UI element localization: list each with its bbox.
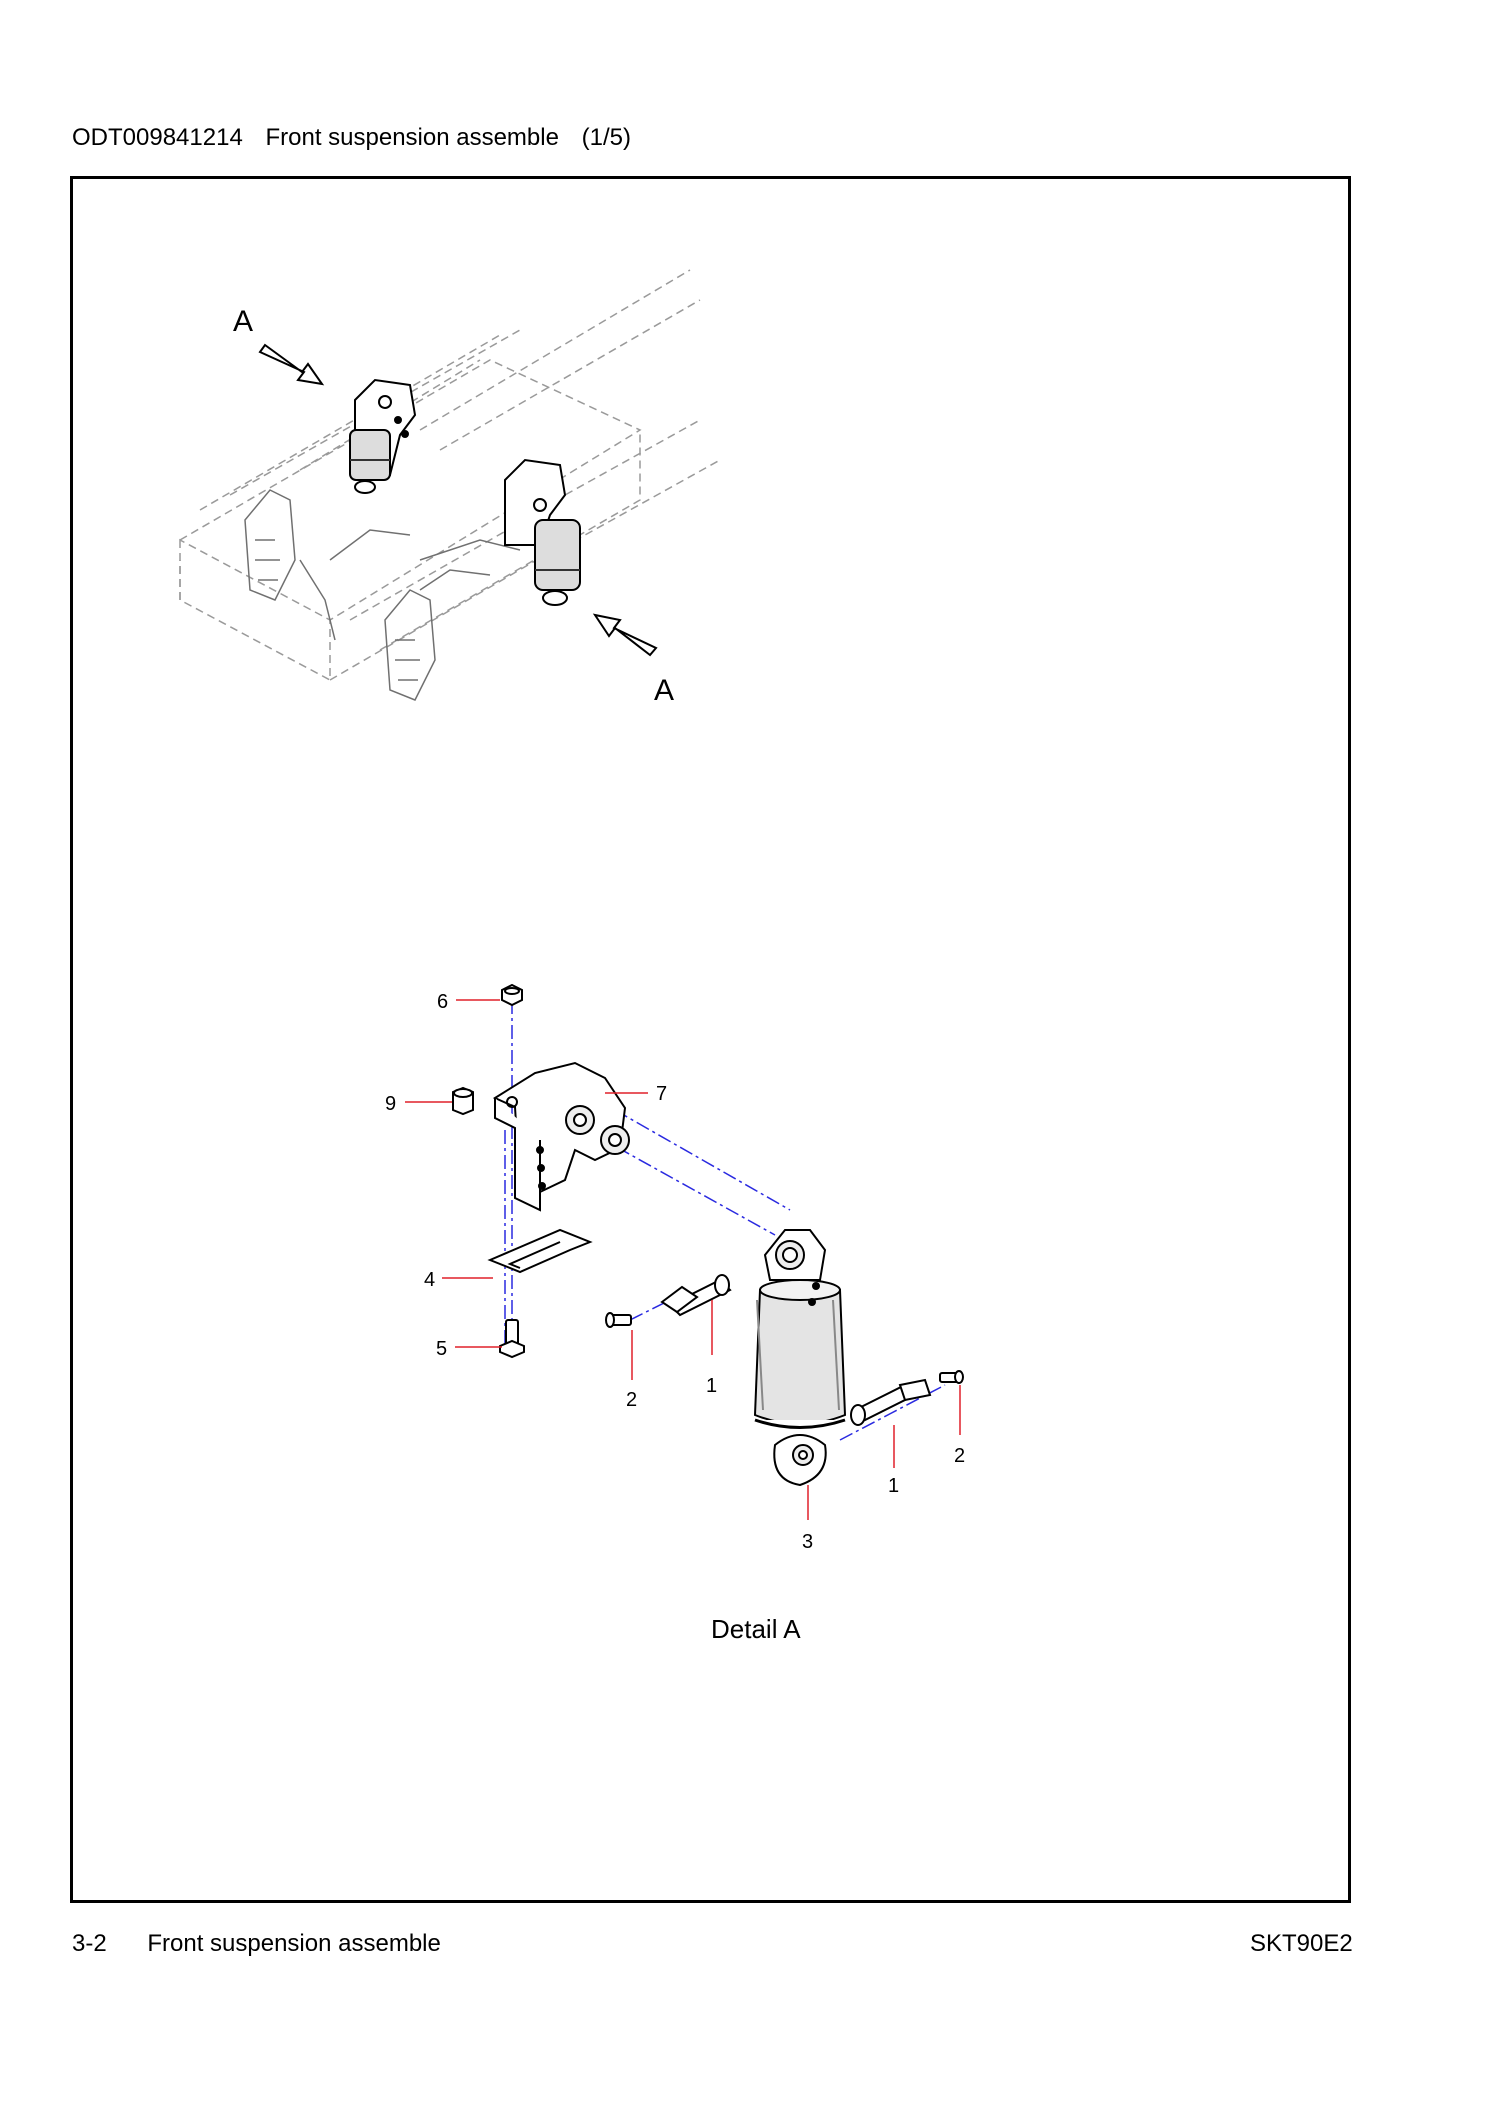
page-header: ODT009841214 Front suspension assemble (… <box>72 124 647 152</box>
part-2-bolt-left <box>605 1312 632 1328</box>
callout-6: 6 <box>437 991 448 1013</box>
part-5-bolt <box>499 1319 525 1359</box>
callout-1-left: 1 <box>706 1375 717 1397</box>
part-9-bushing <box>452 1086 474 1116</box>
callout-leaders <box>405 999 961 1520</box>
view-arrow-top <box>258 343 325 386</box>
part-6-nut <box>501 983 523 1007</box>
part-7-upper-bracket <box>492 1061 630 1212</box>
callout-4: 4 <box>424 1269 435 1291</box>
callout-7: 7 <box>656 1083 667 1105</box>
view-arrow-bottom <box>592 613 658 657</box>
callout-9: 9 <box>385 1093 396 1115</box>
page-footer-left: 3-2 Front suspension assemble <box>72 1930 441 1958</box>
callout-2-right: 2 <box>954 1445 965 1467</box>
drawing-frame <box>70 176 1351 1903</box>
callout-labels: 6 9 7 4 5 2 1 1 2 3 <box>385 991 965 1553</box>
detail-caption: Detail A <box>711 1614 801 1644</box>
footer-section-title: Front suspension assemble <box>147 1930 441 1957</box>
callout-3: 3 <box>802 1531 813 1553</box>
page-number: 3-2 <box>72 1930 107 1957</box>
callout-2-left: 2 <box>626 1389 637 1411</box>
detail-a-illustration: 6 9 7 4 5 2 1 1 2 3 Detail A <box>385 983 965 1644</box>
upper-shock-absorber <box>349 378 417 494</box>
callout-1-right: 1 <box>888 1475 899 1497</box>
part-1-pin-right <box>850 1378 932 1426</box>
overview-illustration: A A <box>179 269 721 707</box>
view-label-bottom: A <box>654 674 674 707</box>
brackets-phantom <box>244 489 521 701</box>
footer-model: SKT90E2 <box>1250 1930 1353 1957</box>
part-3-shock-absorber <box>753 1229 847 1487</box>
view-label-top: A <box>233 305 253 338</box>
document-title: Front suspension assemble <box>265 124 559 151</box>
part-1-pin-left <box>660 1274 732 1317</box>
document-code: ODT009841214 <box>72 124 243 151</box>
lower-shock-absorber <box>504 458 581 606</box>
callout-5: 5 <box>436 1338 447 1360</box>
part-2-bolt-right <box>939 1370 964 1384</box>
page-fraction: (1/5) <box>581 124 631 151</box>
vehicle-frame-phantom <box>179 269 721 682</box>
part-4-shim <box>487 1228 593 1274</box>
centerlines <box>504 1000 946 1441</box>
